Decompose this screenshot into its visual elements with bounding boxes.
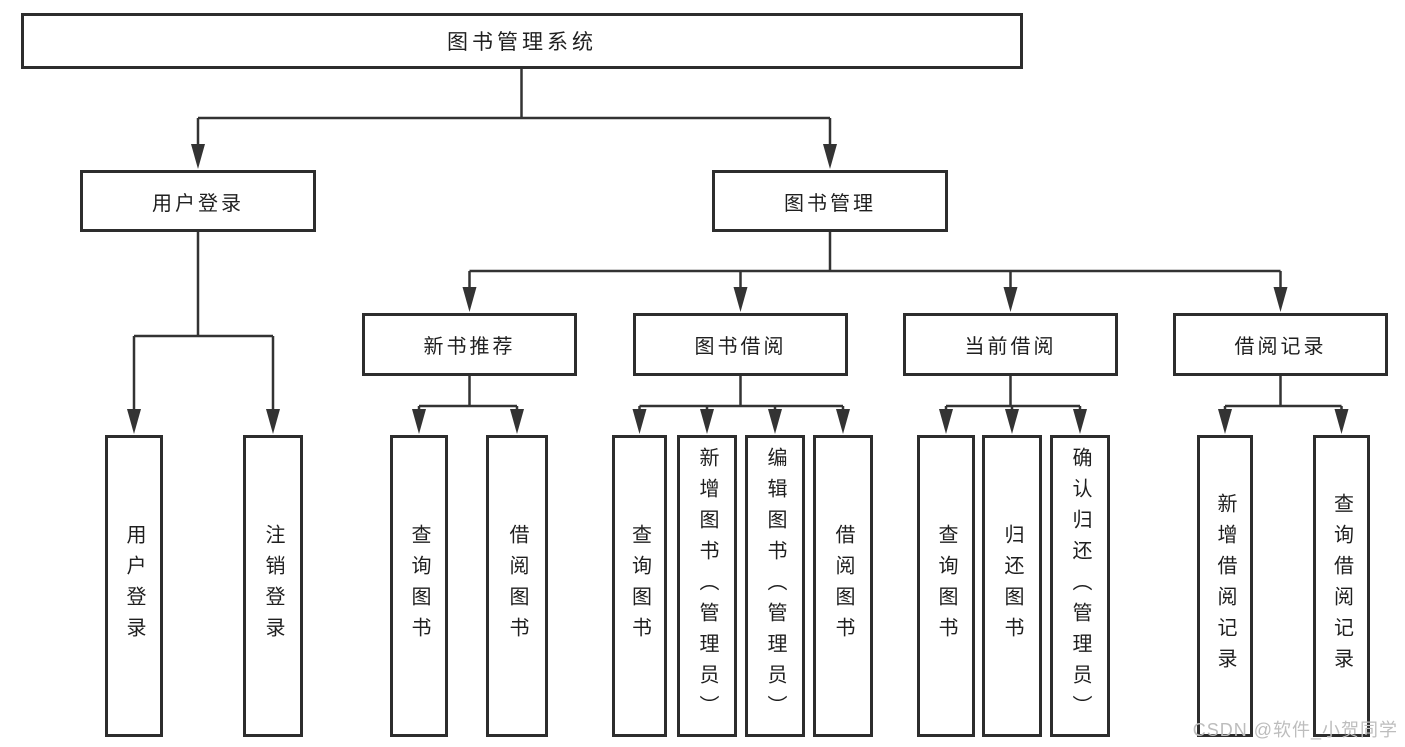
leaf-current-confirm-return-admin: 确认归还（管理员） [1050,435,1110,737]
node-book-mgmt: 图书管理 [712,170,948,232]
node-new-book: 新书推荐 [362,313,577,376]
leaf-newbook-query-books-label: 查询图书 [408,524,430,648]
watermark-text: CSDN @软件_小贺同学 [1192,720,1398,740]
leaf-borrow-borrow-books: 借阅图书 [813,435,873,737]
leaf-record-query-record: 查询借阅记录 [1313,435,1370,737]
node-root: 图书管理系统 [21,13,1023,69]
leaf-borrow-add-books-admin: 新增图书（管理员） [677,435,737,737]
node-root-label: 图书管理系统 [447,31,597,54]
leaf-logout-login-label: 注销登录 [262,524,284,648]
node-borrow-record-label: 借阅记录 [1234,336,1327,358]
leaf-borrow-add-books-admin-label: 新增图书（管理员） [696,446,718,726]
leaf-newbook-borrow-books-label: 借阅图书 [506,524,528,648]
node-current-borrow-label: 当前借阅 [964,336,1057,358]
leaf-newbook-query-books: 查询图书 [390,435,448,737]
leaf-borrow-query-books-label: 查询图书 [628,524,651,648]
node-user-login: 用户登录 [80,170,316,232]
leaf-current-confirm-return-admin-label: 确认归还（管理员） [1069,446,1091,726]
leaf-current-query-books: 查询图书 [917,435,975,737]
node-book-borrow: 图书借阅 [633,313,848,376]
leaf-borrow-borrow-books-label: 借阅图书 [832,524,854,648]
leaf-record-add-record: 新增借阅记录 [1197,435,1253,737]
leaf-user-login-label: 用户登录 [123,524,145,648]
leaf-current-query-books-label: 查询图书 [935,524,957,648]
leaf-borrow-edit-books-admin: 编辑图书（管理员） [745,435,805,737]
leaf-newbook-borrow-books: 借阅图书 [486,435,548,737]
node-user-login-label: 用户登录 [152,192,244,215]
leaf-borrow-query-books: 查询图书 [612,435,667,737]
node-new-book-label: 新书推荐 [423,336,516,358]
leaf-current-return-books: 归还图书 [982,435,1042,737]
node-current-borrow: 当前借阅 [903,313,1118,376]
leaf-current-return-books-label: 归还图书 [1001,524,1023,648]
leaf-record-query-record-label: 查询借阅记录 [1330,493,1353,679]
node-book-borrow-label: 图书借阅 [694,336,787,358]
leaf-record-add-record-label: 新增借阅记录 [1214,493,1236,679]
leaf-borrow-edit-books-admin-label: 编辑图书（管理员） [764,446,786,726]
node-book-mgmt-label: 图书管理 [784,192,876,215]
leaf-user-login: 用户登录 [105,435,163,737]
leaf-logout-login: 注销登录 [243,435,303,737]
node-borrow-record: 借阅记录 [1173,313,1388,376]
